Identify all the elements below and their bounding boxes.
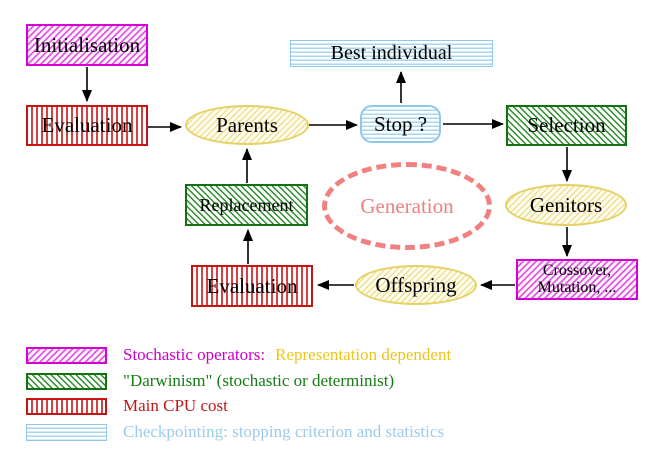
node-initialisation: Initialisation — [26, 24, 148, 66]
node-evaluation-top: Evaluation — [26, 105, 148, 146]
legend-row-cpu-cost: Main CPU cost — [26, 396, 228, 416]
node-genitors: Genitors — [505, 184, 627, 226]
node-best-individual-label: Best individual — [330, 42, 453, 64]
node-parents: Parents — [185, 105, 309, 145]
generation-loop-ellipse: Generation — [322, 162, 492, 250]
node-stop-label: Stop ? — [373, 111, 428, 136]
node-crossover-line2: Mutation, ... — [537, 278, 617, 296]
legend-row-stochastic: Stochastic operators: Representation dep… — [26, 345, 451, 365]
legend-row-checkpointing: Checkpointing: stopping criterion and st… — [26, 422, 444, 442]
node-offspring: Offspring — [355, 265, 477, 305]
legend-label-stochastic: Stochastic operators: — [123, 345, 266, 364]
node-replacement: Replacement — [185, 184, 308, 226]
node-evaluation-top-label: Evaluation — [41, 113, 133, 138]
node-selection-label: Selection — [527, 113, 606, 138]
node-parents-label: Parents — [216, 112, 278, 137]
legend-label-darwinism: "Darwinism" (stochastic or determinist) — [123, 371, 395, 390]
node-crossover-line1: Crossover, — [542, 261, 612, 279]
node-evaluation-bottom: Evaluation — [191, 265, 313, 307]
node-genitors-label: Genitors — [529, 192, 603, 217]
legend-row-darwinism: "Darwinism" (stochastic or determinist) — [26, 371, 394, 391]
legend-label-representation: Representation dependent — [275, 345, 452, 364]
legend-swatch-magenta-hatch — [26, 346, 107, 364]
node-evaluation-bottom-label: Evaluation — [206, 273, 298, 298]
legend-swatch-red-stripes — [26, 397, 107, 415]
legend-label-cpu-cost: Main CPU cost — [123, 396, 228, 415]
node-crossover-mutation: Crossover, Mutation, ... — [516, 259, 638, 300]
legend-swatch-cyan-stripes — [26, 423, 107, 441]
node-stop-test: Stop ? — [360, 105, 441, 143]
legend-label-checkpointing: Checkpointing: stopping criterion and st… — [123, 422, 445, 441]
node-selection: Selection — [506, 105, 627, 146]
legend-swatch-green-hatch — [26, 372, 107, 390]
node-best-individual: Best individual — [290, 40, 493, 67]
generation-label: Generation — [360, 193, 454, 218]
node-replacement-label: Replacement — [199, 194, 294, 215]
node-offspring-label: Offspring — [375, 272, 457, 297]
node-initialisation-label: Initialisation — [33, 32, 141, 57]
